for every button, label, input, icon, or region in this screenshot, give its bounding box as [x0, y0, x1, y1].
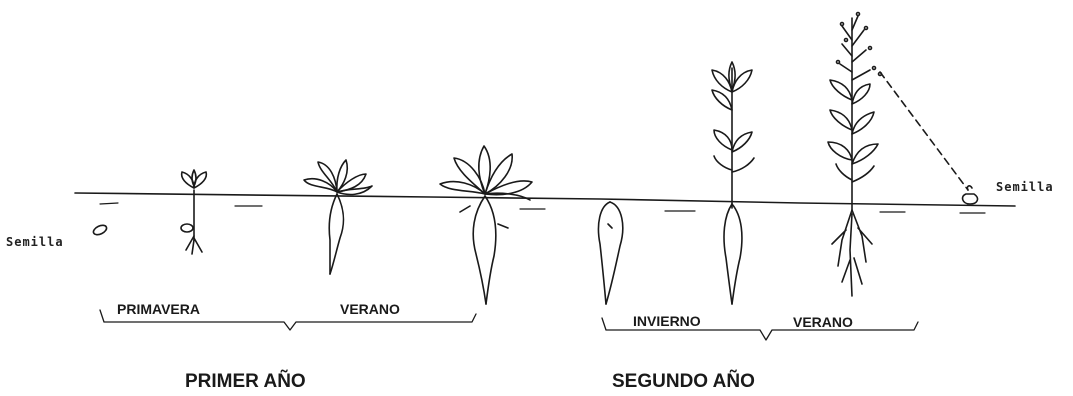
- seed-left-label: Semilla: [6, 235, 64, 249]
- seed-dispersal-arrow: [879, 71, 969, 191]
- bolting-plant-icon: [711, 61, 755, 305]
- season-summer-first-label: VERANO: [340, 301, 400, 317]
- young-rosette-icon: [303, 159, 373, 275]
- seed-left-icon: [92, 224, 108, 236]
- flowering-plant-icon: [827, 11, 883, 297]
- first-year-label: PRIMER AÑO: [185, 371, 306, 392]
- brace-first-year: [99, 309, 477, 331]
- overwintering-root-icon: [597, 201, 624, 305]
- ground-line: [74, 192, 1016, 214]
- seed-right-icon: [961, 185, 979, 205]
- seed-right-label: Semilla: [996, 180, 1054, 194]
- second-year-label: SEGUNDO AÑO: [612, 371, 755, 392]
- seedling-icon: [180, 169, 208, 255]
- season-summer-second-label: VERANO: [793, 314, 853, 330]
- mature-rosette-icon: [439, 145, 533, 305]
- season-winter-label: INVIERNO: [633, 313, 701, 329]
- brace-second-year: [601, 317, 919, 341]
- season-spring-label: PRIMAVERA: [117, 301, 200, 317]
